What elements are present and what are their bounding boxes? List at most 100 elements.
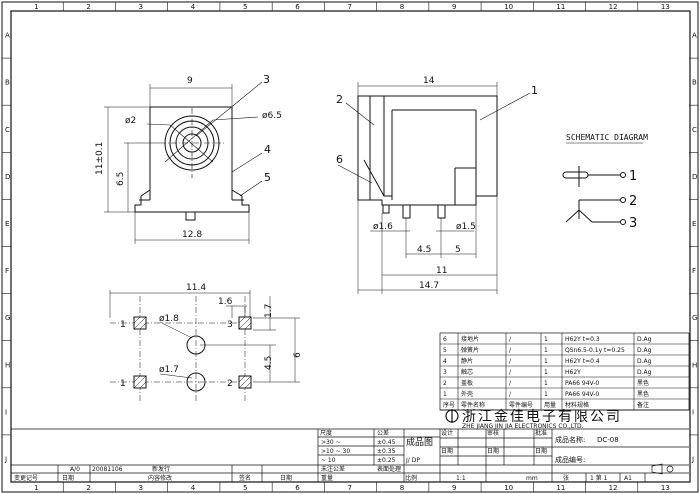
tb-tol-val-1: ±0.35 — [377, 448, 396, 455]
bom-cell: 1 — [544, 380, 548, 387]
side-view — [337, 82, 531, 294]
row-marker-right: B — [692, 79, 697, 87]
column-marker-bottom: 2 — [86, 484, 90, 492]
fp-pad-1-top-label: 1 — [120, 320, 126, 330]
column-marker-bottom: 3 — [139, 484, 143, 492]
row-marker-left: H — [5, 361, 10, 369]
tb-tol-val-0: ±0.45 — [377, 439, 396, 446]
bom-cell: D.Ag — [637, 358, 652, 365]
footprint-labels: 11.4 1.6 1.7 4.5 6 ø1.8 ø1.7 1 1 3 2 — [120, 283, 303, 389]
tb-rev-mark: A/0 — [70, 466, 80, 473]
bom-header-cell: 用量 — [544, 402, 556, 409]
tb-product-name: DC-08 — [597, 436, 619, 444]
tb-tol-range-0: >30 ~ — [321, 439, 341, 446]
column-marker-top: 11 — [556, 3, 565, 11]
row-marker-right: A — [692, 32, 697, 40]
projection-symbol-cone — [651, 463, 663, 475]
column-marker-bottom: 6 — [295, 484, 300, 492]
fp-pad-3-label: 3 — [227, 320, 233, 330]
row-marker-right: H — [692, 361, 697, 369]
callout-2-leader — [345, 102, 375, 126]
row-marker-left: J — [4, 455, 7, 463]
dia-leader-3 — [164, 119, 214, 163]
bom-cell: QSn6.5-0.1y t=0.25 — [565, 347, 625, 354]
bom-cell: / — [509, 336, 512, 343]
schematic-pin-2-label: 2 — [629, 194, 637, 209]
row-marker-right: D — [692, 173, 697, 181]
column-marker-bottom: 4 — [191, 484, 196, 492]
tb-date-3: 日期 — [535, 447, 547, 455]
dim-15-label: ø1.5 — [456, 222, 476, 232]
fp-pad-1-bottom-label: 1 — [120, 379, 126, 389]
row-marker-right: J — [691, 455, 694, 463]
bom-cell: 1 — [544, 391, 548, 398]
callout-3: 3 — [263, 73, 270, 86]
dim-14-label: 14 — [423, 76, 435, 86]
dim-147-label: 14.7 — [419, 281, 439, 291]
bom-cell: 5 — [443, 347, 447, 354]
tb-product-name-label: 成品名称: — [555, 435, 585, 444]
column-marker-top: 13 — [661, 3, 670, 11]
bom-cell: 静片 — [461, 357, 473, 365]
row-marker-left: D — [5, 173, 10, 181]
tb-tol-val-2: ±0.25 — [377, 457, 396, 464]
dim-65-label: 6.5 — [116, 172, 126, 186]
tb-tol-note: 未注公差 — [321, 465, 345, 473]
row-marker-right: G — [692, 314, 697, 322]
bom-cell: / — [509, 380, 512, 387]
bom-cell: 接地片 — [461, 335, 479, 343]
row-marker-left: I — [5, 408, 7, 416]
schematic-pin-1-node — [620, 172, 626, 178]
row-marker-left: C — [5, 126, 10, 134]
column-marker-top: 7 — [348, 3, 352, 11]
callout-1-leader — [479, 92, 531, 121]
fp-hole-17 — [186, 372, 206, 392]
fp-dim-17-label: 1.7 — [264, 304, 274, 318]
bom-cell: / — [509, 347, 512, 354]
fp-pad-1-top-hatch — [133, 316, 147, 330]
fp-dim-45-label: 4.5 — [264, 356, 274, 370]
bom-cell: 黑色 — [637, 379, 649, 387]
schematic-pin-3-node — [620, 219, 626, 225]
schematic-switch — [565, 209, 593, 223]
row-marker-left: F — [5, 267, 9, 275]
tb-head-date: 日期 — [62, 474, 74, 482]
front-view-labels: 9 11±0.1 6.5 12.8 ø2 ø6.5 3 4 5 — [95, 73, 282, 240]
bom-cell: 2 — [443, 380, 447, 387]
bom-cell: / — [509, 391, 512, 398]
dia-leader-4 — [212, 116, 259, 121]
title-block-text: 设计 审核 批准 日期 日期 日期 成品图 J/ DP 成品名称: DC-08 … — [14, 429, 632, 482]
fp-dia-18-label: ø1.8 — [159, 314, 179, 324]
bom-cell: D.Ag — [637, 347, 652, 354]
column-marker-bottom: 11 — [556, 484, 565, 492]
column-marker-bottom: 12 — [609, 484, 618, 492]
column-marker-top: 12 — [609, 3, 618, 11]
bom-cell: 1 — [544, 358, 548, 365]
bom-header-cell: 零件名称 — [461, 401, 485, 409]
tb-weight: 重量 — [321, 474, 333, 482]
schematic-pin-1-label: 1 — [629, 169, 637, 184]
company-name-cn: 浙江金佳电子有限公司 — [462, 409, 622, 425]
tb-scale-label: 比例 — [405, 474, 417, 482]
row-marker-left: G — [5, 314, 10, 322]
bom-cell: 3 — [443, 369, 447, 376]
column-marker-top: 5 — [243, 3, 247, 11]
bom-cell: / — [509, 369, 512, 376]
dia-65-label: ø6.5 — [262, 111, 282, 121]
row-marker-right: F — [692, 267, 696, 275]
bom-cell: 6 — [443, 336, 447, 343]
dim-11-label: 11±0.1 — [95, 142, 105, 175]
tb-size: A1 — [624, 475, 632, 482]
fp-dia-17-label: ø1.7 — [159, 365, 179, 375]
schematic-pin-2-node — [620, 197, 626, 203]
callout-5-leader — [239, 180, 263, 197]
fp-pad-3-hatch — [238, 316, 252, 330]
row-marker-left: B — [5, 79, 10, 87]
column-marker-bottom: 9 — [452, 484, 456, 492]
row-marker-left: A — [5, 32, 10, 40]
column-marker-top: 3 — [139, 3, 143, 11]
